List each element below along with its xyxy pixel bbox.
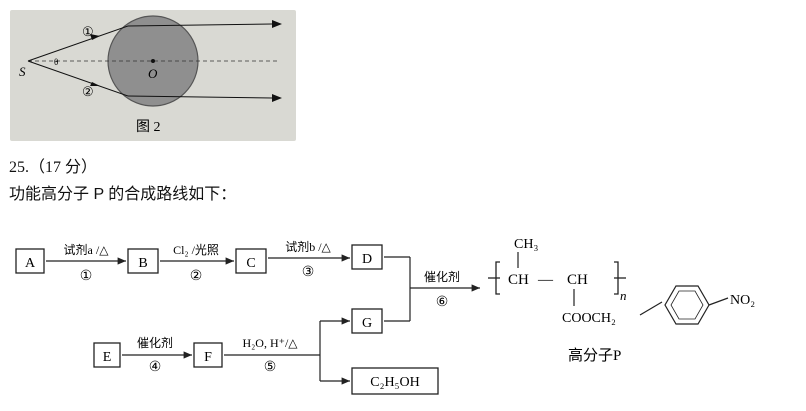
step-2-reagent: Cl₂ /光照 bbox=[173, 243, 219, 257]
step-4-reagent: 催化剂 bbox=[137, 335, 173, 350]
label-o: O bbox=[148, 66, 158, 81]
compound-d-label: D bbox=[362, 252, 372, 267]
compound-c: C bbox=[235, 248, 267, 274]
compound-g-label: G bbox=[362, 316, 372, 331]
optics-figure: S O θ ① ② 图 2 bbox=[10, 10, 296, 141]
compound-e-label: E bbox=[103, 350, 112, 365]
benzene-ring bbox=[664, 285, 710, 325]
chain-dash: — bbox=[537, 272, 554, 288]
compound-c-label: C bbox=[246, 256, 255, 271]
step-6-reagent: 催化剂 bbox=[424, 269, 460, 284]
figure-caption: 图 2 bbox=[136, 120, 161, 135]
polymer-caption: 高分子P bbox=[568, 347, 621, 364]
ray-1-outgoing bbox=[127, 23, 273, 27]
step-1-reagent: 试剂a /△ bbox=[64, 242, 110, 257]
benzyl-bond bbox=[639, 301, 663, 316]
ray-2-arrow-icon bbox=[272, 94, 282, 102]
step-6-number: ⑥ bbox=[436, 295, 449, 310]
step-3-number: ③ bbox=[302, 265, 315, 280]
label-ray-2: ② bbox=[82, 84, 94, 99]
nitro-bond bbox=[708, 297, 729, 306]
ray-2-outgoing bbox=[127, 95, 273, 99]
step-4-number: ④ bbox=[149, 360, 162, 375]
step-2-number: ② bbox=[190, 269, 203, 284]
label-ray-1: ① bbox=[82, 24, 94, 39]
center-dot bbox=[151, 59, 155, 63]
step-3-reagent: 试剂b /△ bbox=[285, 239, 331, 254]
compound-f-label: F bbox=[204, 350, 212, 365]
compound-d: D bbox=[351, 244, 383, 270]
step-1-number: ① bbox=[80, 269, 93, 284]
step-5-reagent: H₂O, H⁺/△ bbox=[242, 336, 298, 350]
compound-g: G bbox=[351, 308, 383, 334]
benzene-inner-ring bbox=[670, 290, 704, 320]
ray-2-mid-arrow-icon bbox=[90, 82, 100, 86]
methyl-group: CH₃ bbox=[514, 237, 538, 252]
ester-group: COOCH₂ bbox=[562, 311, 616, 326]
nitro-group: NO₂ bbox=[730, 293, 755, 308]
chain-ch-1: CH bbox=[508, 272, 529, 288]
ray-1-incoming bbox=[27, 25, 129, 62]
polymer-p-structure: CH₃ CH — CH n COOCH₂ NO₂ 高分子P bbox=[488, 237, 755, 364]
compound-a: A bbox=[15, 248, 45, 274]
compound-b-label: B bbox=[138, 256, 147, 271]
optics-diagram: S O θ ① ② 图 2 bbox=[19, 15, 282, 135]
ray-1-arrow-icon bbox=[272, 20, 282, 28]
ray-2-incoming bbox=[27, 60, 129, 97]
compound-ethanol-label: C₂H₅OH bbox=[370, 375, 419, 390]
label-theta: θ bbox=[54, 57, 58, 67]
compound-b: B bbox=[127, 248, 159, 274]
question-number: 25.（17 分） bbox=[9, 159, 98, 176]
question-stem: 功能高分子 P 的合成路线如下： bbox=[9, 186, 237, 203]
compound-a-label: A bbox=[25, 256, 36, 271]
ray-1-mid-arrow-icon bbox=[90, 34, 100, 40]
label-s: S bbox=[19, 64, 26, 79]
compound-ethanol: C₂H₅OH bbox=[351, 367, 439, 395]
step-5-number: ⑤ bbox=[264, 360, 277, 375]
compound-e: E bbox=[93, 342, 121, 368]
compound-f: F bbox=[193, 342, 223, 368]
repeat-count: n bbox=[620, 288, 627, 303]
chain-ch-2: CH bbox=[567, 272, 588, 288]
